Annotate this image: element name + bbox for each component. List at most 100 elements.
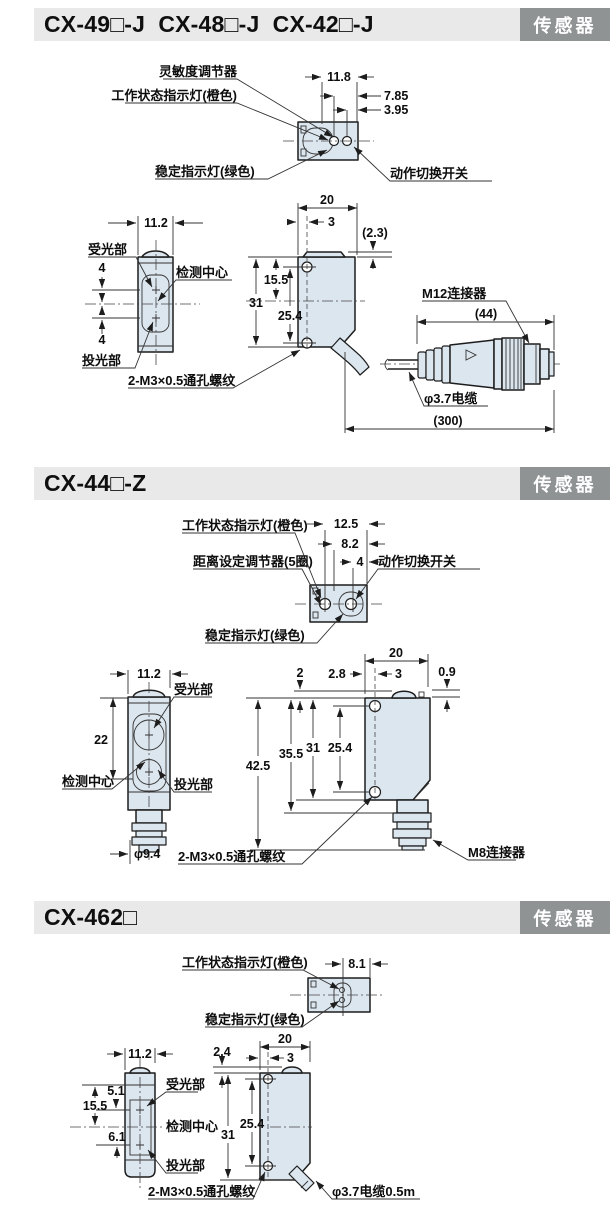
receiver-label: 受光部 — [88, 242, 127, 257]
sensor-badge: 传感器 — [520, 467, 610, 500]
dim-11-2: 11.2 — [144, 216, 168, 230]
dim-35-5: 35.5 — [279, 747, 303, 761]
stability-indicator-label: 稳定指示灯(绿色) — [155, 164, 255, 179]
lens-dome-side — [281, 1066, 303, 1074]
connector-ring — [392, 812, 432, 823]
leader-line — [157, 769, 212, 793]
leader-line — [147, 1149, 198, 1174]
leader-line — [432, 839, 516, 861]
cx462-top-view: 8.1 工作状态指示灯(橙色) 稳定指示灯(绿色) — [182, 955, 388, 1028]
leader-line — [157, 279, 232, 302]
lens-dome — [129, 1067, 151, 1074]
connector-ring — [131, 822, 167, 832]
dim-20: 20 — [278, 1032, 292, 1046]
leader-line — [148, 1171, 266, 1200]
cable-break — [300, 1180, 309, 1189]
mode-switch-label: 动作切换开关 — [390, 166, 468, 181]
leader-line — [315, 1180, 420, 1200]
cable-break — [384, 358, 389, 371]
section-header-cx49: CX-49□-J CX-48□-J CX-42□-J 传感器 — [34, 8, 610, 41]
thread-label: 2-M3×0.5通孔螺纹 — [178, 849, 286, 864]
leader-line — [163, 78, 334, 138]
cable-label: φ3.7电缆 — [424, 391, 477, 406]
lens-window — [141, 274, 170, 333]
dim-11-2: 11.2 — [137, 667, 161, 681]
connector-tip — [539, 348, 550, 380]
receiver-label: 受光部 — [174, 682, 213, 697]
strain-relief-rib — [425, 349, 435, 381]
dim-25-4: 25.4 — [328, 741, 352, 755]
top-protrusion — [302, 251, 346, 258]
cable-label: φ3.7电缆0.5m — [332, 1184, 415, 1199]
section-header-cx44: CX-44□-Z 传感器 — [34, 467, 610, 500]
extension-lines — [321, 82, 358, 136]
dim-ticks — [82, 1084, 130, 1146]
lens-window — [132, 713, 167, 792]
operation-indicator-label: 工作状态指示灯(橙色) — [182, 955, 308, 970]
chamfer-line — [413, 782, 430, 800]
extension-lines — [127, 670, 171, 694]
notch — [310, 980, 317, 988]
dim-11-2: 11.2 — [128, 1047, 152, 1061]
sensor-badge: 传感器 — [520, 8, 610, 41]
sensor-badge: 传感器 — [520, 901, 610, 934]
lens-window — [129, 1099, 152, 1156]
leader-line — [205, 613, 344, 644]
leader-line — [193, 568, 322, 606]
extension-lines — [124, 1048, 156, 1070]
indicator-notch — [418, 691, 425, 698]
leader-line — [146, 1091, 198, 1107]
lens-center-ticks — [92, 289, 140, 319]
dim-3: 3 — [287, 1051, 294, 1065]
leader-line — [125, 102, 329, 141]
dim-4-lower: 4 — [99, 333, 106, 347]
notch — [300, 148, 307, 157]
thread-label: 2-M3×0.5通孔螺纹 — [128, 373, 236, 388]
m8-connector-label: M8连接器 — [468, 845, 526, 860]
dim-ticks — [248, 256, 316, 348]
leader-line — [422, 300, 530, 344]
stability-indicator-label: 稳定指示灯(绿色) — [205, 628, 305, 643]
knurl-lines — [505, 339, 522, 389]
connector-end-cap — [548, 351, 555, 377]
connector-ring — [392, 828, 432, 839]
strain-relief-rib — [433, 347, 443, 382]
dim-3-95: 3.95 — [384, 103, 408, 117]
leader-line — [408, 371, 488, 407]
leader-line — [182, 532, 322, 599]
extension-lines — [137, 216, 174, 255]
thread-section — [523, 343, 541, 385]
dim-20: 20 — [320, 193, 334, 207]
leader-line — [182, 969, 340, 990]
detection-center-label: 检测中心 — [62, 774, 114, 789]
leader-line — [155, 149, 328, 180]
stability-indicator-led — [339, 997, 345, 1003]
dim-0-9: 0.9 — [438, 665, 455, 679]
detection-center-label: 检测中心 — [176, 265, 228, 280]
lens-dome — [132, 689, 166, 698]
emitter-label: 投光部 — [174, 777, 213, 792]
dim-31: 31 — [221, 1128, 235, 1142]
notch — [310, 1001, 317, 1009]
dim-4: 4 — [357, 555, 364, 569]
leader-line — [353, 146, 492, 182]
connector-ring — [131, 836, 167, 846]
dim-7-85: 7.85 — [384, 89, 408, 103]
cx49-side-view: 20 3 (2.3) 15.5 31 25.4 2-M3×0.5通孔螺纹 — [128, 193, 392, 389]
dim-12-5: 12.5 — [334, 517, 358, 531]
dim-6-1: 6.1 — [108, 1130, 125, 1144]
dim-2-4: 2.4 — [213, 1045, 230, 1059]
cx49-front-view: 11.2 4 4 受光部 检测中心 投光部 — [82, 216, 232, 369]
connector-neck — [135, 809, 163, 824]
detection-center-label: 检测中心 — [166, 1119, 218, 1134]
ref-lines — [213, 1066, 282, 1074]
ref-lines — [294, 689, 460, 698]
sensitivity-adjuster-label: 灵敏度调节器 — [159, 64, 238, 79]
cx462-side-view: 20 2.4 3 31 25.4 2-M3×0.5通孔螺纹 φ3.7电缆0.5m — [148, 1032, 420, 1200]
leader-line — [178, 796, 373, 865]
notch — [312, 611, 319, 619]
cx44-front-view: 11.2 22 φ9.4 受光部 检测中心 投光部 — [62, 667, 213, 864]
thread-label: 2-M3×0.5通孔螺纹 — [148, 1184, 256, 1199]
dim-8-2: 8.2 — [341, 537, 358, 551]
